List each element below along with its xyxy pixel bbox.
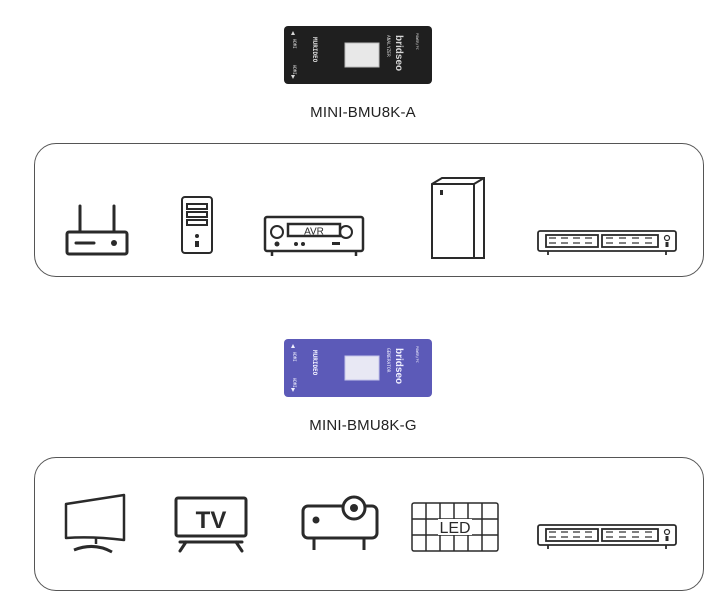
source-devices-panel — [34, 143, 704, 277]
device-port-bottom-text: HDMI — [292, 378, 297, 388]
avr-icon: AVR — [263, 215, 365, 256]
device-screen — [344, 42, 380, 68]
tv-icon: TV — [174, 496, 248, 553]
tv-icon-text: TV — [196, 507, 227, 534]
port-arrow-icon — [291, 388, 295, 392]
curved-monitor-icon — [64, 493, 126, 554]
port-arrow-icon — [291, 344, 295, 348]
device-brand-text: bridseo — [393, 348, 404, 384]
analyzer-device: HDMI HDMI MURIDEO ANALYZER bridseo POWER… — [284, 26, 432, 84]
device-brand-text: bridseo — [393, 35, 404, 71]
matrix-switch-icon — [537, 230, 677, 255]
device-screen — [344, 355, 380, 381]
generator-device: HDMI HDMI MURIDEO GENERATOR bridseo POWE… — [284, 339, 432, 397]
device-side-text: POWER/PC — [415, 346, 419, 363]
game-console-icon — [431, 177, 485, 259]
led-icon-text: LED — [439, 520, 470, 537]
matrix-switch-icon — [537, 524, 677, 549]
device-model-text: MURIDEO — [311, 37, 318, 63]
device-side-text: POWER/PC — [415, 33, 419, 50]
port-arrow-icon — [291, 75, 295, 79]
display-devices-panel — [34, 457, 704, 591]
device-port-top-text: HDMI — [292, 39, 297, 49]
router-icon — [65, 204, 129, 256]
led-wall-icon: LED — [411, 502, 499, 552]
pc-tower-icon — [181, 196, 213, 254]
analyzer-device-label: MINI-BMU8K-A — [310, 104, 416, 121]
avr-icon-text: AVR — [304, 227, 324, 238]
projector-icon — [301, 495, 379, 550]
device-mode-text: GENERATOR — [385, 348, 391, 373]
device-mode-text: ANALYZER — [385, 35, 391, 57]
generator-device-label: MINI-BMU8K-G — [309, 417, 417, 434]
port-arrow-icon — [291, 31, 295, 35]
device-port-top-text: HDMI — [292, 352, 297, 362]
device-model-text: MURIDEO — [311, 350, 318, 376]
device-port-bottom-text: HDMI — [292, 65, 297, 75]
